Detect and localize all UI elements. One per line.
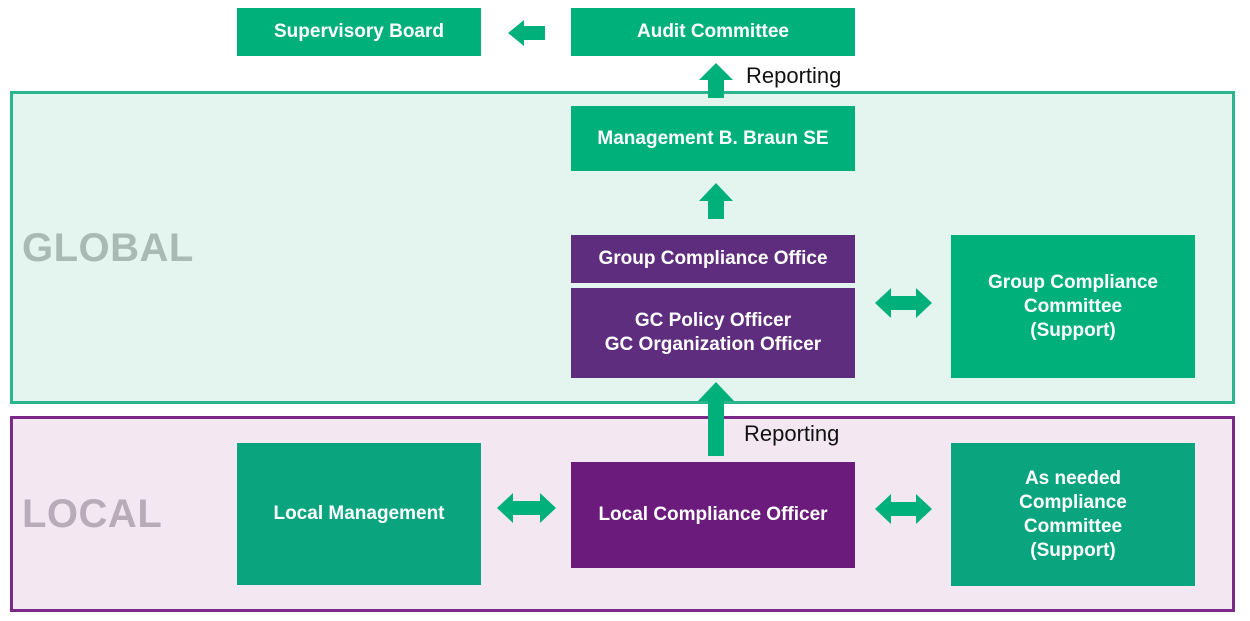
as-needed-committee-box: As needed Compliance Committee (Support) xyxy=(951,443,1195,586)
double-arrow-icon xyxy=(875,494,932,524)
supervisory-board-box: Supervisory Board xyxy=(237,8,481,56)
arrow-up-icon xyxy=(698,382,734,456)
group-compliance-office-box: Group Compliance Office xyxy=(571,235,855,283)
double-arrow-icon xyxy=(497,493,556,523)
local-compliance-officer-box: Local Compliance Officer xyxy=(571,462,855,568)
management-box: Management B. Braun SE xyxy=(571,106,855,171)
audit-committee-box: Audit Committee xyxy=(571,8,855,56)
gc-officers-box: GC Policy Officer GC Organization Office… xyxy=(571,288,855,378)
reporting-label-bottom: Reporting xyxy=(744,421,840,446)
local-zone-label: LOCAL xyxy=(22,492,163,536)
arrow-up-icon xyxy=(699,183,733,219)
local-management-box: Local Management xyxy=(237,443,481,585)
arrow-left-icon xyxy=(508,20,545,46)
global-zone-label: GLOBAL xyxy=(22,226,194,270)
reporting-label-top: Reporting xyxy=(746,63,842,88)
double-arrow-icon xyxy=(875,288,932,318)
arrow-up-icon xyxy=(699,63,733,98)
group-compliance-committee-box: Group Compliance Committee (Support) xyxy=(951,235,1195,378)
